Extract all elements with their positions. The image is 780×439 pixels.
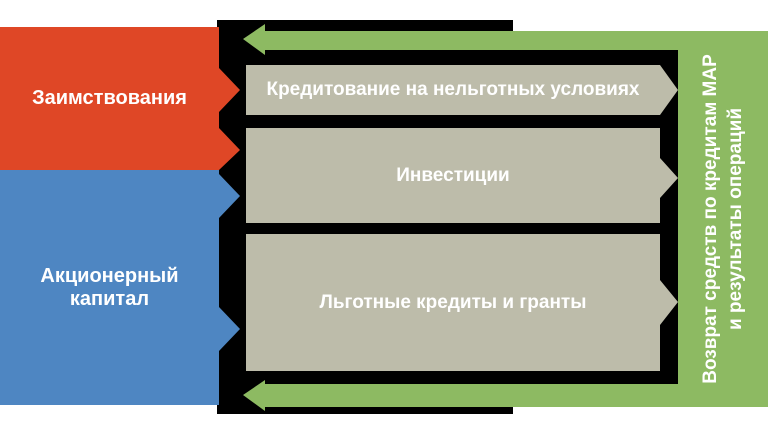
flow-arrow-investments: Инвестиции	[246, 128, 678, 223]
source-block-share-capital: Акционерный капитал	[0, 170, 240, 405]
source-label-borrowings: Заимствования	[32, 87, 187, 109]
flow-arrow-concessional-loans-grants: Льготные кредиты и гранты	[246, 234, 678, 371]
flow-arrow-nonconcessional-lending: Кредитование на нельготных условиях	[246, 65, 678, 115]
return-bar-label: Возврат средств по кредитам МАР и резуль…	[678, 31, 768, 407]
source-label-share-capital: Акционерный капитал	[40, 264, 179, 310]
flow-label-nonconcessional-lending: Кредитование на нельготных условиях	[266, 79, 640, 100]
return-bar: Возврат средств по кредитам МАР и резуль…	[678, 31, 768, 407]
source-block-borrowings: Заимствования	[0, 27, 240, 170]
return-arrow-bottom-icon	[243, 380, 678, 411]
flow-label-investments: Инвестиции	[396, 164, 510, 186]
return-bar-label-line2: и результаты операций	[725, 107, 746, 331]
flow-label-concessional-loans-grants: Льготные кредиты и гранты	[319, 291, 587, 313]
return-bar-label-line1: Возврат средств по кредитам МАР	[700, 54, 721, 384]
